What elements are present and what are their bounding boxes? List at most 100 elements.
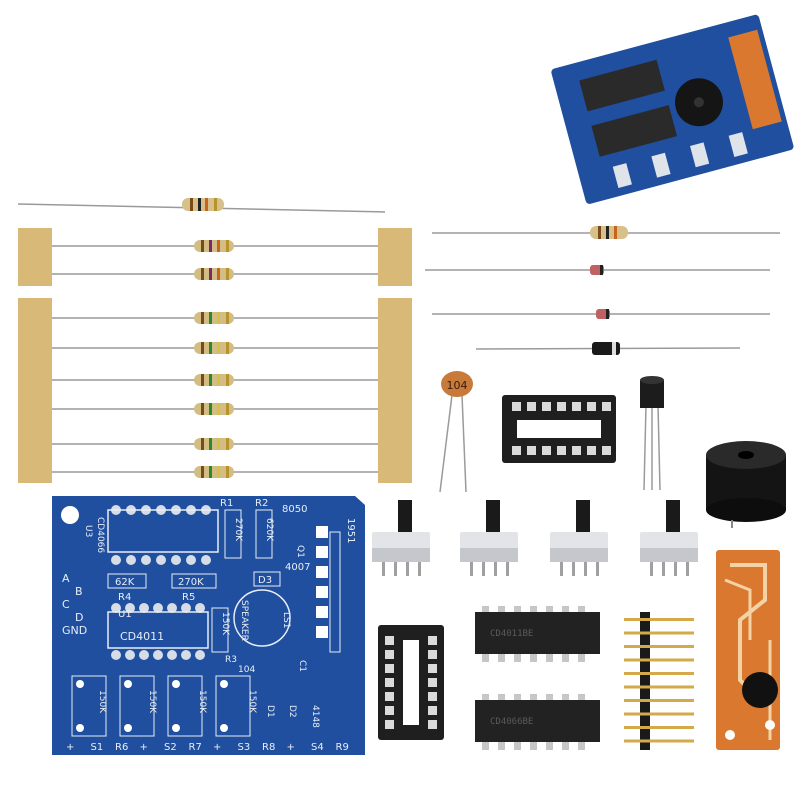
pcb-pin-b: B (75, 585, 83, 598)
pcb-label-d3: D3 (258, 575, 272, 586)
ic-bottom-marking: CD4066BE (490, 717, 533, 727)
assembled-board-pcb (551, 14, 794, 204)
assembled-board (551, 14, 794, 204)
pcb-label-r1: R1 (220, 498, 233, 509)
pcb-label-r4: R4 (118, 592, 131, 603)
pcb-label-4148: 4148 (310, 705, 320, 728)
taped-resistors (18, 228, 412, 483)
pcb-bottom-label: S4 (311, 742, 324, 753)
pcb-label-104: 104 (238, 665, 255, 675)
assembled-switch-3 (690, 142, 710, 168)
ic-socket-lower (378, 625, 444, 740)
diode-small-1 (425, 265, 770, 275)
tape-left-top (18, 228, 52, 286)
ic-cd4011: CD4011BE (475, 606, 600, 662)
taped-resistor (52, 374, 378, 386)
slide-switch (550, 500, 608, 576)
pcb-bottom-label: S1 (91, 742, 104, 753)
pcb-label-r5: R5 (182, 592, 195, 603)
pcb-label-q1: Q1 (295, 545, 305, 558)
pcb-label-4007: 4007 (285, 562, 310, 573)
ceramic-capacitor: 104 (439, 371, 473, 493)
pcb-pads (111, 505, 328, 660)
socket-lower-pins (385, 636, 437, 729)
pcb-label-r1-value: 270K (233, 518, 243, 542)
assembled-orange-module (728, 29, 782, 130)
pcb-label-8050: 8050 (282, 504, 307, 515)
orange-sound-module (716, 550, 780, 750)
pcb-bottom-label: + (66, 742, 74, 753)
pcb-label-r2-value: 620K (264, 518, 274, 542)
buzzer (706, 441, 786, 528)
pcb-bottom-row: + S1 R6 + S2 R7 + S3 R8 + S4 R9 (66, 742, 349, 753)
pcb-pin-a: A (62, 572, 70, 585)
pcb-label-1951: 1951 (345, 518, 356, 543)
pcb-pin-gnd: GND (62, 624, 87, 637)
pcb-label-r8-value: 150K (197, 690, 207, 714)
assembled-switch-2 (651, 152, 671, 178)
tape-left-bottom (18, 298, 52, 483)
taped-resistor-list (52, 240, 378, 478)
pcb-label-c1: C1 (297, 660, 307, 672)
pcb-bottom-label: R8 (262, 742, 275, 753)
loose-resistor-top (17, 198, 386, 213)
pcb-label-r6-value: 150K (97, 690, 107, 714)
transistor (640, 376, 664, 491)
pcb-mount-hole (61, 506, 79, 524)
pcb-bottom-label: + (287, 742, 295, 753)
assembled-switch-1 (612, 163, 632, 189)
blue-pcb: CD4066 U3 R1 R2 270K 620K 8050 Q1 1951 4… (52, 496, 365, 755)
pcb-label-r5-value: 270K (178, 577, 204, 588)
capacitor-label: 104 (447, 379, 468, 392)
taped-resistor (52, 466, 378, 478)
slide-switch (460, 500, 518, 576)
pin-header (624, 612, 694, 750)
tape-right-top (378, 228, 412, 286)
pcb-resistor-boxes (71, 675, 251, 737)
diode-small-2 (432, 309, 770, 319)
pcb-label-r9-value: 150K (247, 690, 257, 714)
pcb-label-d2: D2 (287, 705, 297, 718)
pcb-bottom-label: R9 (336, 742, 349, 753)
taped-resistor (52, 268, 378, 280)
pcb-label-ls1: LS1 (281, 612, 291, 628)
pcb-label-u3: CD4066 (95, 517, 105, 553)
pcb-label-r2: R2 (255, 498, 268, 509)
assembled-ic-bottom (591, 105, 677, 157)
pcb-label-r3-value: 150K (220, 612, 230, 636)
slide-switch (372, 500, 430, 576)
ic-socket-upper (502, 395, 616, 463)
pcb-label-u1: U1 (118, 609, 132, 620)
speaker-outline (233, 589, 291, 647)
pcb-label-speaker: SPEAKER (239, 600, 249, 641)
socket-upper-pins (512, 402, 611, 455)
taped-resistor (52, 312, 378, 324)
pcb-bottom-label: S3 (238, 742, 251, 753)
taped-resistor (52, 342, 378, 354)
pcb-label-r7-value: 150K (147, 690, 157, 714)
pcb-bottom-label: + (140, 742, 148, 753)
pcb-bottom-label: R6 (115, 742, 128, 753)
pcb-pin-c: C (62, 598, 70, 611)
assembled-switch-4 (728, 132, 748, 157)
pcb-label-d1: D1 (265, 705, 275, 718)
pcb-bottom-label: R7 (189, 742, 202, 753)
slide-switch (640, 500, 698, 576)
pcb-pin-d: D (75, 611, 83, 624)
diode-rectifier (475, 342, 741, 355)
pcb-label-u3-designator: U3 (83, 525, 93, 537)
taped-resistor (52, 403, 378, 415)
pcb-label-r3: R3 (225, 655, 237, 665)
loose-resistor-right (432, 226, 780, 239)
pcb-bottom-label: + (213, 742, 221, 753)
assembled-buzzer-hole (693, 97, 704, 108)
assembled-ic-top (579, 59, 665, 112)
pcb-label-r4-value: 62K (115, 577, 135, 588)
taped-resistor (52, 438, 378, 450)
pcb-label-cd4011: CD4011 (120, 630, 164, 643)
tape-right-bottom (378, 298, 412, 483)
pcb-bottom-label: S2 (164, 742, 177, 753)
taped-resistor (52, 240, 378, 252)
ic-cd4066: CD4066BE (475, 694, 600, 750)
